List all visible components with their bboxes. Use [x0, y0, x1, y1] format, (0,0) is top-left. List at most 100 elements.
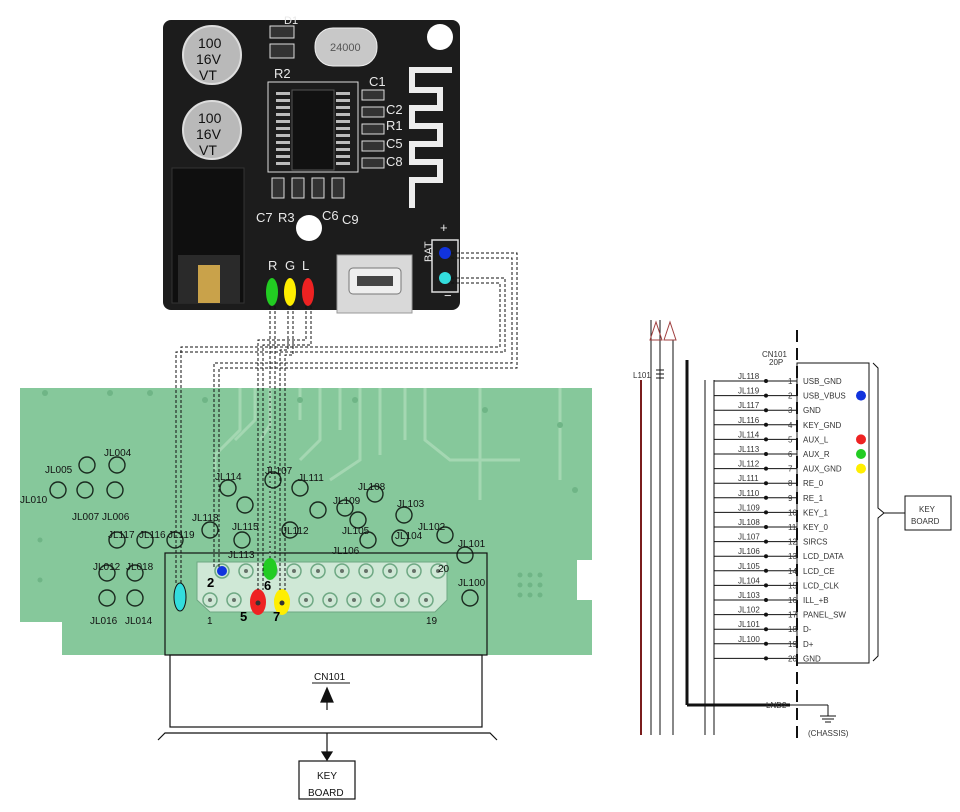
svg-text:C1: C1	[369, 74, 386, 89]
pin-number: 20	[788, 654, 797, 663]
pin-number: 8	[788, 479, 793, 488]
pin-jl-label: JL116	[738, 416, 760, 425]
svg-text:VT: VT	[199, 142, 217, 158]
pin-jl-label: JL107	[738, 533, 760, 542]
pin-signal-name: LCD_CE	[803, 567, 835, 576]
pin-number-6: 6	[264, 578, 271, 593]
pin-jl-label: JL100	[738, 635, 760, 644]
jl-label: JL005	[45, 465, 73, 476]
jl-label: JL102	[418, 522, 446, 533]
pin-signal-name: LCD_DATA	[803, 552, 844, 561]
pin-jl-label: JL114	[738, 430, 760, 439]
pcb-board: JL004 JL005 JL010 JL007 JL006 JL117 JL11…	[20, 388, 592, 656]
pin-jl-label: JL105	[738, 562, 760, 571]
pin-color-marker	[856, 390, 866, 401]
schematic-connector: CN101	[762, 350, 787, 359]
svg-text:C6: C6	[322, 208, 339, 223]
pin-junction	[764, 510, 768, 515]
pin-number: 16	[788, 596, 797, 605]
pin-signal-name: D-	[803, 625, 812, 634]
pin-jl-label: JL108	[738, 518, 760, 527]
capacitor-2: 100 16V VT	[182, 100, 242, 160]
pin-junction	[764, 598, 768, 602]
pcb-pad-cyan	[173, 582, 187, 612]
jl-label: JL104	[395, 531, 423, 542]
bat-plus-pad	[439, 247, 451, 259]
jl-label: JL018	[126, 562, 154, 573]
pin-junction	[764, 481, 768, 486]
pcb-pad-green	[263, 558, 277, 580]
pin-number: 6	[788, 450, 793, 459]
svg-text:16V: 16V	[196, 126, 222, 142]
jl-label: JL111	[298, 473, 324, 484]
jl-label: JL112	[282, 526, 309, 537]
pin-junction	[764, 568, 768, 573]
pad-l-red	[302, 278, 314, 306]
pin-number-2: 2	[207, 575, 214, 590]
svg-text:100: 100	[198, 110, 222, 126]
pin-number: 1	[788, 377, 793, 386]
cn101-footprint: 2 5 6 7 1 19 20	[164, 552, 488, 656]
pin-number: 9	[788, 494, 793, 503]
pin-signal-name: RE_0	[803, 479, 824, 488]
pin-jl-label: JL110	[738, 489, 760, 498]
crystal: 24000	[314, 27, 378, 67]
bt-module: 100 16V VT 100 16V VT 24000	[163, 15, 460, 314]
pin-junction	[764, 539, 768, 544]
pin-signal-name: PANEL_SW	[803, 611, 846, 620]
pin-junction	[764, 379, 768, 383]
pin-number-19: 19	[426, 616, 438, 627]
pin-signal-name: AUX_L	[803, 435, 829, 444]
svg-text:C9: C9	[342, 212, 359, 227]
keyboard-box-schematic: KEY BOARD	[904, 495, 952, 531]
pin-junction	[764, 554, 768, 559]
pin-number-5: 5	[240, 609, 247, 624]
pad-g-yellow	[284, 278, 296, 306]
pin-jl-label: JL103	[738, 591, 760, 600]
chassis-label: (CHASSIS)	[808, 729, 849, 738]
pin-jl-label: JL112	[738, 460, 760, 469]
pin-jl-label: JL119	[738, 387, 760, 396]
svg-text:R2: R2	[274, 66, 291, 81]
micro-usb-port	[336, 254, 413, 314]
pin-junction	[764, 437, 768, 442]
keyboard-box-pcb: KEY BOARD	[298, 760, 356, 800]
jl-label: JL118	[192, 513, 219, 524]
jl-label: JL014	[125, 616, 153, 627]
jl-label: JL113	[228, 550, 255, 561]
pin-number: 5	[788, 435, 793, 444]
pin-junction	[764, 627, 768, 632]
svg-text:+: +	[440, 220, 448, 235]
schematic-pin-row: JL110 9 RE_1	[714, 489, 824, 503]
pin-signal-name: ILL_+B	[803, 596, 829, 605]
pin-signal-name: KEY_0	[803, 523, 828, 532]
pin-jl-label: JL111	[738, 474, 759, 483]
pin-number: 13	[788, 552, 797, 561]
pin-color-marker	[856, 463, 866, 474]
pin-jl-label: JL109	[738, 503, 760, 512]
jl-label: JL108	[358, 482, 386, 493]
svg-text:KEY: KEY	[317, 771, 337, 782]
pin-jl-label: JL101	[738, 620, 760, 629]
pin-junction	[764, 641, 768, 646]
pin-jl-label: JL118	[738, 372, 760, 381]
pin-signal-name: RE_1	[803, 494, 824, 503]
pin-jl-label: JL113	[738, 445, 760, 454]
pin-jl-label: JL104	[738, 576, 760, 585]
schematic-left-label: L101	[633, 371, 651, 380]
pin-number-1: 1	[207, 616, 213, 627]
pin-signal-name: KEY_GND	[803, 421, 841, 430]
pin-number: 3	[788, 406, 793, 415]
